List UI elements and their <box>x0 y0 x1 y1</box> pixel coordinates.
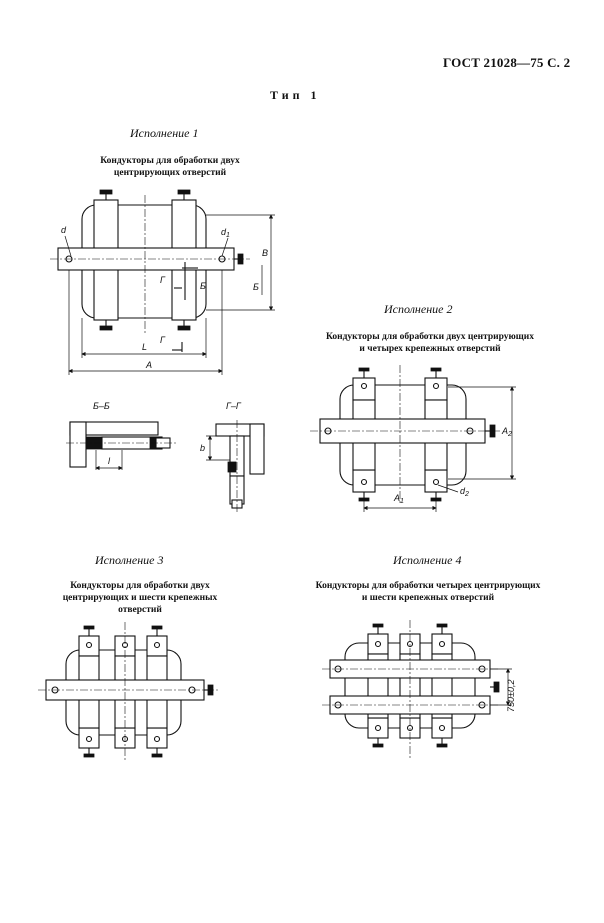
caption-line: отверстий <box>118 605 162 615</box>
label-d: d <box>61 225 67 235</box>
type-title: Тип 1 <box>270 88 321 102</box>
label-d1: d1 <box>221 227 230 239</box>
section-bb-title: Б–Б <box>93 401 110 411</box>
variant-1-title: Исполнение 1 <box>130 126 199 140</box>
label-b-cap: В <box>262 248 268 258</box>
caption-line: Кондукторы для обработки двух <box>70 581 210 591</box>
caption-line: Кондукторы для обработки двух <box>100 156 240 166</box>
variant-1-drawing: d d1 В Б Г Б Г L A <box>50 189 275 375</box>
variant-3-caption: Кондукторы для обработки двух центрирующ… <box>30 580 250 616</box>
variant-4-title: Исполнение 4 <box>393 553 462 567</box>
label-tolerance: 750±0,2 <box>506 680 516 712</box>
label-g2: Г <box>160 335 166 345</box>
caption-line: центрирующих и шести крепежных <box>62 593 218 603</box>
caption-line: центрирующих отверстий <box>113 168 227 178</box>
caption-line: и шести крепежных отверстий <box>361 593 495 603</box>
standard-number: ГОСТ 21028—75 С. 2 <box>443 55 571 70</box>
label-a2: A2 <box>501 426 512 438</box>
variant-2-title: Исполнение 2 <box>384 302 453 316</box>
label-l: L <box>142 342 147 352</box>
label-d2: d2 <box>460 486 469 498</box>
label-b-lower: b <box>200 443 205 453</box>
caption-line: и четырех крепежных отверстий <box>359 344 501 354</box>
caption-line: Кондукторы для обработки двух центрирующ… <box>325 332 535 342</box>
section-gg-title: Г–Г <box>226 401 242 411</box>
label-l-small: l <box>108 456 111 466</box>
label-g: Г <box>160 275 166 285</box>
section-bb-drawing: Б–Б l <box>66 401 178 471</box>
variant-2-drawing: A2 A1 d2 <box>310 365 516 512</box>
variant-3-title: Исполнение 3 <box>95 553 164 567</box>
variant-2-caption: Кондукторы для обработки двух центрирующ… <box>300 331 560 355</box>
variant-1-caption: Кондукторы для обработки двух центрирующ… <box>60 155 280 179</box>
variant-3-drawing <box>38 622 218 762</box>
label-a: A <box>145 360 152 370</box>
label-a1: A1 <box>393 493 404 505</box>
label-b-small: Б <box>200 281 206 291</box>
caption-line: Кондукторы для обработки четырех центрир… <box>315 581 541 591</box>
variant-4-drawing: 750±0,2 <box>322 620 516 760</box>
variant-4-caption: Кондукторы для обработки четырех центрир… <box>298 580 558 604</box>
label-b-section: Б <box>253 282 259 292</box>
section-gg-drawing: Г–Г b <box>200 401 265 512</box>
